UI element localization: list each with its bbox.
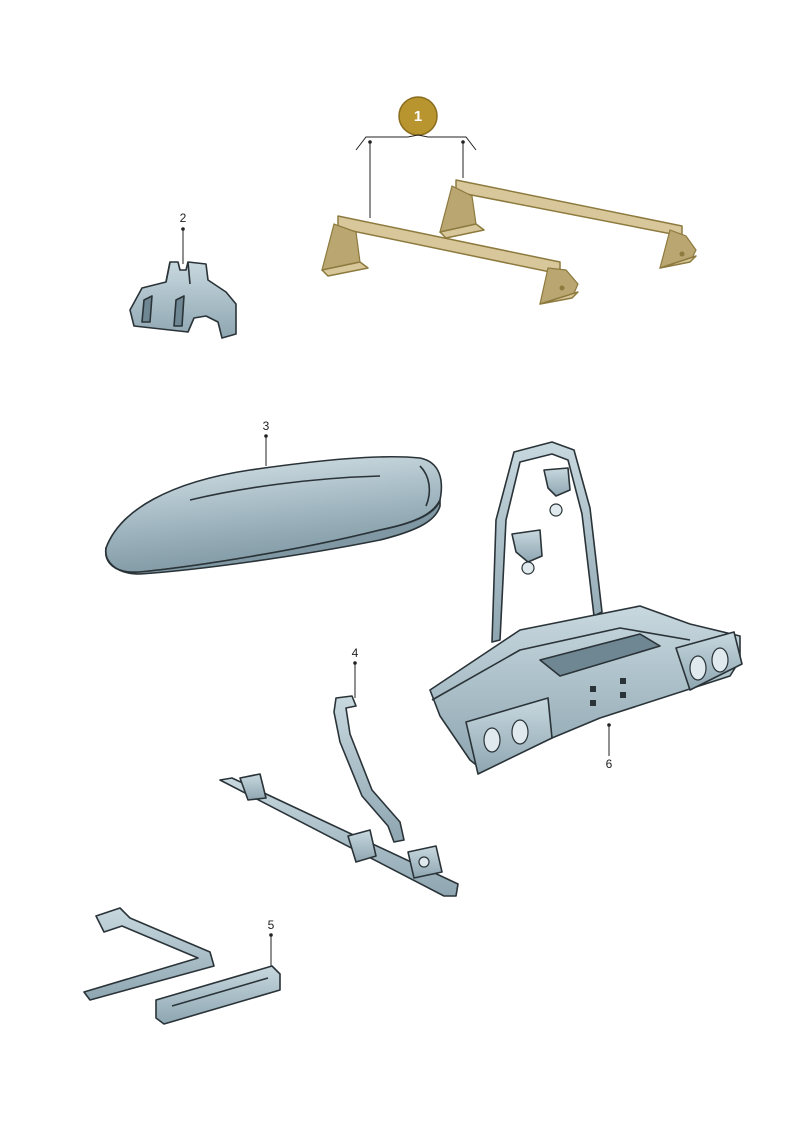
part-4-bicycle-holder[interactable]: 4 [219, 646, 459, 897]
part-5-number: 5 [268, 918, 275, 932]
part-1-number: 1 [414, 108, 422, 125]
part-2-rack-foot[interactable]: 2 [129, 211, 237, 339]
part-5-ski-holder[interactable]: 5 [83, 907, 281, 1025]
part-2-number: 2 [180, 211, 187, 225]
part-6-number: 6 [606, 757, 613, 771]
part-1-roof-bars[interactable]: 1 [321, 96, 697, 305]
rear-cross-bar [439, 179, 697, 269]
part-4-number: 4 [352, 646, 359, 660]
part-3-roof-box[interactable]: 3 [105, 419, 443, 575]
front-cross-bar [321, 215, 685, 305]
part-1-callout-badge[interactable]: 1 [398, 96, 438, 136]
part-1-leader [355, 134, 477, 218]
part-6-towbar-bike-carrier[interactable]: 6 [429, 441, 743, 775]
part-3-number: 3 [263, 419, 270, 433]
